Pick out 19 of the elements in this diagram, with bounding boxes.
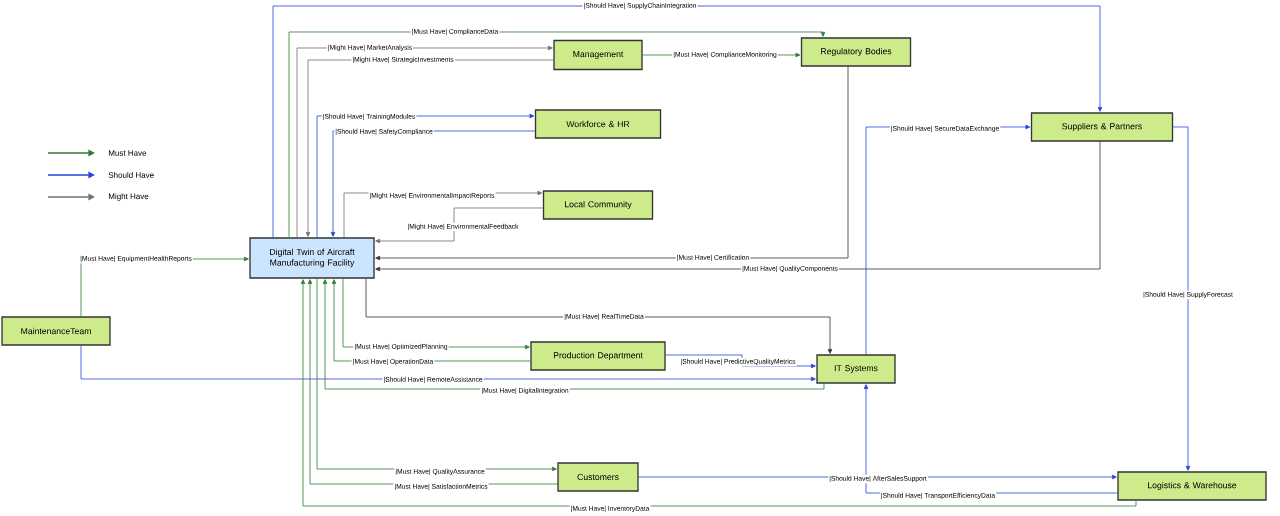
entity-box: Management xyxy=(553,39,643,71)
entity-box: Workforce & HR xyxy=(534,109,662,139)
arrow xyxy=(300,279,1137,507)
legend-label: Should Have xyxy=(108,172,154,178)
arrow xyxy=(665,354,816,369)
arrow xyxy=(272,5,1103,238)
entity-box: Customers xyxy=(557,462,639,492)
legend-label: Might Have xyxy=(108,193,149,201)
arrow xyxy=(1172,126,1191,471)
entity-box: Suppliers & Partners xyxy=(1030,112,1174,142)
entity-box: Logistics & Warehouse xyxy=(1117,471,1267,501)
entity-box: Local Community xyxy=(542,190,654,220)
entity-box: MaintenanceTeam xyxy=(1,316,111,346)
legend-label: Must Have xyxy=(108,150,147,156)
entity-box: IT Systems xyxy=(816,354,896,384)
arrow xyxy=(375,207,544,244)
entity-box: Production Department xyxy=(530,341,666,371)
hub-box: Digital Twin of Aircraft Manufacturing Facility xyxy=(249,237,375,279)
entity-box: Regulatory Bodies xyxy=(800,37,912,67)
